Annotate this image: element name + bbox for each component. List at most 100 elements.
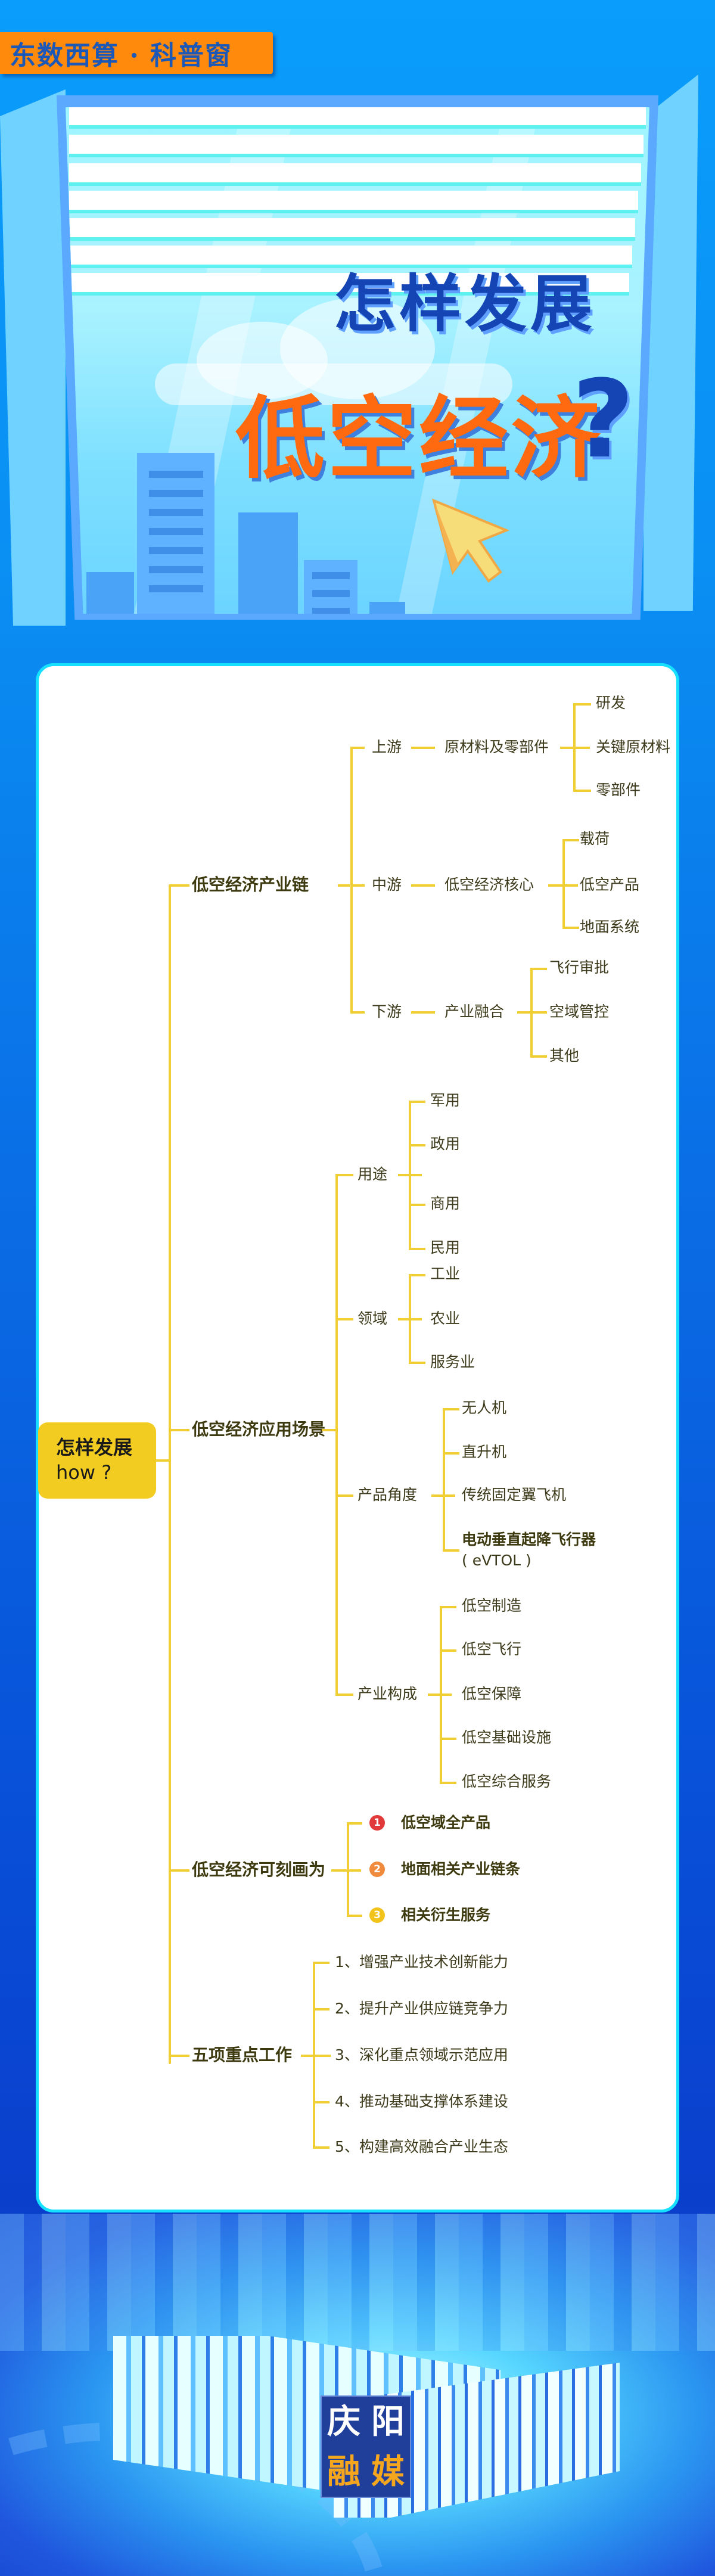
node-upstream: 上游 xyxy=(372,738,402,756)
building xyxy=(238,512,298,614)
connector xyxy=(530,968,547,970)
logo-char: 融 xyxy=(327,2452,360,2491)
question-mark: ? xyxy=(572,358,635,482)
connector xyxy=(335,1174,338,1695)
leaf-military: 军用 xyxy=(430,1092,461,1109)
node-usage: 用途 xyxy=(358,1166,388,1183)
connector xyxy=(573,703,576,791)
leaf-fixed-wing: 传统固定翼飞机 xyxy=(462,1486,567,1503)
node-integration: 产业融合 xyxy=(444,1003,505,1020)
connector xyxy=(440,1606,442,1783)
badge-3: 3 xyxy=(369,1907,385,1923)
connector xyxy=(335,1693,353,1696)
building xyxy=(137,453,214,614)
node-materials: 原材料及零部件 xyxy=(444,738,549,756)
connector xyxy=(350,884,365,887)
blind-slat xyxy=(69,246,632,265)
connector xyxy=(331,1869,361,1872)
blind-slat xyxy=(69,273,629,292)
leaf-integrated-services: 低空综合服务 xyxy=(462,1773,552,1790)
connector xyxy=(411,884,435,887)
connector xyxy=(350,747,353,1013)
leaf-rnd: 研发 xyxy=(596,694,626,711)
building xyxy=(304,560,358,614)
leaf-drone: 无人机 xyxy=(462,1399,507,1416)
leaf-flight: 低空飞行 xyxy=(462,1640,522,1658)
leaf-other: 其他 xyxy=(549,1047,580,1064)
leaf-commercial: 商用 xyxy=(430,1195,461,1212)
connector xyxy=(562,839,565,928)
connector xyxy=(335,1174,353,1176)
task-3: 3、深化重点领域示范应用 xyxy=(335,2046,508,2064)
connector xyxy=(443,1408,445,1551)
connector xyxy=(409,1362,425,1364)
connector xyxy=(440,1649,456,1652)
pointer-arrow-icon xyxy=(432,498,510,583)
node-downstream: 下游 xyxy=(372,1003,402,1020)
building xyxy=(86,572,134,614)
connector xyxy=(322,1429,337,1431)
connector xyxy=(409,1101,425,1103)
connector xyxy=(313,2008,329,2011)
title-line-1: 怎样发展 xyxy=(334,268,596,340)
title-line-2: 低空经济 xyxy=(235,387,603,491)
leaf-flight-approval: 飞行审批 xyxy=(549,959,610,976)
connector xyxy=(335,1318,353,1320)
connector xyxy=(301,2055,331,2057)
node-core: 低空经济核心 xyxy=(444,876,534,893)
blind-slat xyxy=(69,163,641,182)
connector xyxy=(409,1144,425,1146)
connector xyxy=(530,968,533,1057)
leaf-payload: 载荷 xyxy=(580,830,610,847)
leaf-low-altitude-products: 低空产品 xyxy=(580,876,640,893)
connector xyxy=(409,1248,425,1250)
connector xyxy=(338,884,350,887)
connector xyxy=(156,1459,169,1462)
node-midstream: 中游 xyxy=(372,876,402,893)
branch-characterized-as: 低空经济可刻画为 xyxy=(192,1860,326,1879)
connector xyxy=(440,1738,456,1740)
leaf-evtol-abbr: ( eVTOL ) xyxy=(462,1552,531,1569)
logo-char: 阳 xyxy=(371,2402,405,2441)
leaf-agriculture: 农业 xyxy=(430,1310,461,1327)
leaf-parts: 零部件 xyxy=(596,781,641,798)
connector xyxy=(313,2146,329,2149)
connector xyxy=(409,1204,425,1206)
item-ground-chain: 地面相关产业链条 xyxy=(401,1860,521,1878)
connector xyxy=(313,1962,315,2148)
connector xyxy=(169,2055,189,2057)
connector xyxy=(409,1274,425,1276)
connector xyxy=(443,1549,459,1552)
task-5: 5、构建高效融合产业生态 xyxy=(335,2138,508,2155)
window-left-shutter xyxy=(0,89,66,626)
window-glass-scene xyxy=(66,107,649,614)
branch-five-key-tasks: 五项重点工作 xyxy=(192,2045,293,2065)
connector xyxy=(335,1494,353,1497)
connector xyxy=(409,1274,411,1363)
connector xyxy=(440,1782,456,1784)
leaf-government: 政用 xyxy=(430,1135,461,1152)
root-subtitle: how ? xyxy=(56,1461,112,1484)
connector xyxy=(347,1822,349,1916)
leaf-airspace-control: 空域管控 xyxy=(549,1003,610,1020)
leaf-evtol: 电动垂直起降飞行器 xyxy=(462,1531,596,1548)
mindmap-root-node: 怎样发展 how ? xyxy=(38,1422,156,1499)
blind-slat xyxy=(69,135,644,154)
logo-char: 媒 xyxy=(371,2452,405,2491)
connector xyxy=(347,1915,362,1917)
branch-industry-chain: 低空经济产业链 xyxy=(192,875,309,894)
blind-slat xyxy=(69,191,638,210)
connector xyxy=(562,927,579,929)
blind-slat xyxy=(69,218,635,237)
section-tag: 东数西算 · 科普窗 xyxy=(0,32,273,74)
media-logo: 庆 阳 融 媒 xyxy=(321,2395,411,2498)
connector xyxy=(169,1429,189,1431)
task-1: 1、增强产业技术创新能力 xyxy=(335,1953,508,1971)
connector xyxy=(411,1011,435,1014)
connector xyxy=(169,884,189,887)
blind-slat xyxy=(69,107,646,125)
connector xyxy=(313,1962,329,1964)
branch-application-scenarios: 低空经济应用场景 xyxy=(192,1419,326,1439)
connector xyxy=(562,839,579,841)
connector xyxy=(443,1452,459,1455)
